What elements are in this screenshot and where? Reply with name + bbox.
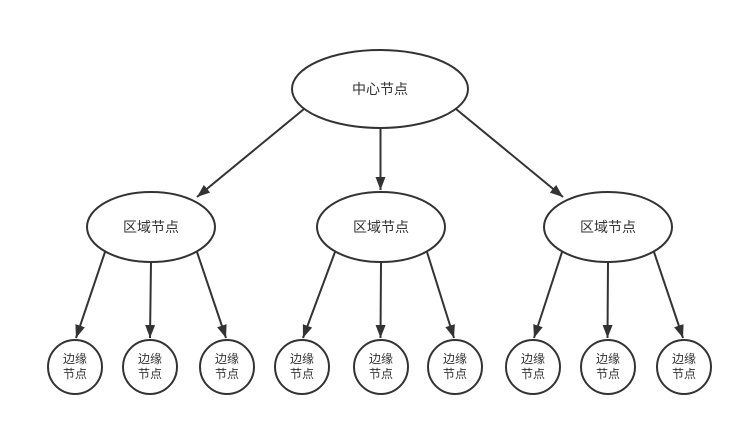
region-node-2-ellipse [316,191,446,263]
center-node-ellipse [291,49,469,129]
connector-region-2-to-edge-5 [375,261,386,339]
connector-region-3-to-edge-8 [602,261,613,339]
connector-region-1-to-edge-3 [196,251,227,339]
edge-node-1-circle [47,339,103,395]
edge-node-2-circle [122,339,178,395]
connector-center-to-region-3 [455,108,564,198]
connector-region-2-to-edge-6 [426,251,455,339]
edge-node-6-circle [427,339,483,395]
connector-region-1-to-edge-1 [75,251,106,339]
edge-node-9-circle [656,339,712,395]
edge-node-8-circle [580,339,636,395]
connector-center-to-region-1 [196,108,305,198]
region-node-3-ellipse [543,191,673,263]
connector-region-2-to-edge-4 [302,251,336,339]
edge-node-7-circle [505,339,561,395]
connector-region-3-to-edge-9 [653,251,684,339]
edge-node-3-circle [199,339,255,395]
connector-region-3-to-edge-7 [533,251,563,339]
connector-region-1-to-edge-2 [145,261,156,339]
edge-node-4-circle [274,339,330,395]
edge-node-5-circle [353,339,409,395]
region-node-1-ellipse [86,191,216,263]
